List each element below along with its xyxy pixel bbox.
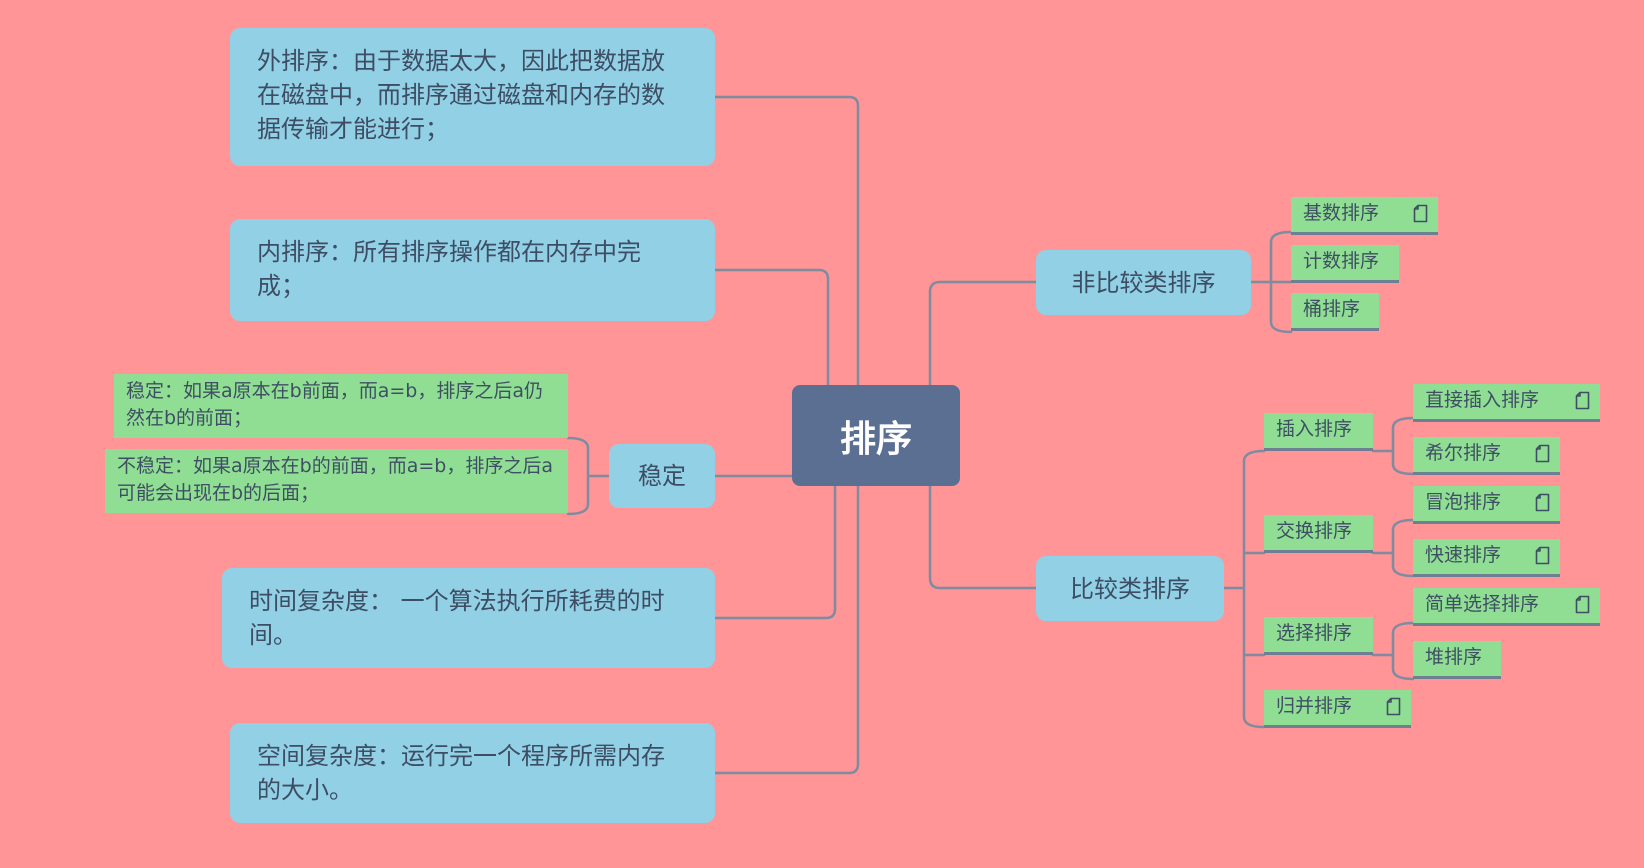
leaf-label: 堆排序 (1425, 646, 1483, 668)
leaf-bubble-sort[interactable]: 冒泡排序 (1413, 486, 1560, 524)
leaf-label: 快速排序 (1425, 544, 1502, 566)
leaf-label: 希尔排序 (1425, 442, 1502, 464)
leaf-heap-sort[interactable]: 堆排序 (1413, 641, 1501, 679)
edge-time-complexity (713, 484, 837, 620)
note-icon[interactable] (1535, 493, 1550, 512)
note-icon[interactable] (1575, 391, 1590, 410)
topic-comparison-sort[interactable]: 比较类排序 (1036, 556, 1224, 621)
edge-non-comparison (928, 280, 1038, 387)
leaf-label: 桶排序 (1303, 298, 1361, 320)
leaf-label: 直接插入排序 (1425, 389, 1540, 411)
leaf-label: 插入排序 (1276, 418, 1353, 440)
leaf-bucket-sort[interactable]: 桶排序 (1291, 293, 1379, 331)
leaf-label: 选择排序 (1276, 622, 1353, 644)
group-merge-sort[interactable]: 归并排序 (1264, 690, 1411, 728)
note-icon[interactable] (1575, 595, 1590, 614)
edge-stable-notes (566, 436, 611, 516)
topic-non-comparison-sort[interactable]: 非比较类排序 (1036, 250, 1251, 315)
note-icon[interactable] (1535, 444, 1550, 463)
edge-space-complexity (713, 484, 860, 775)
leaf-label: 交换排序 (1276, 520, 1353, 542)
edge-non-comparison-leaves (1249, 230, 1293, 334)
note-icon[interactable] (1386, 697, 1401, 716)
edge-selection-children (1371, 621, 1415, 681)
edge-insertion-children (1371, 416, 1415, 476)
leaf-label: 冒泡排序 (1425, 491, 1502, 513)
topic-time-complexity[interactable]: 时间复杂度： 一个算法执行所耗费的时间。 (222, 568, 715, 668)
note-stable[interactable]: 稳定：如果a原本在b前面，而a=b，排序之后a仍然在b的前面； (114, 374, 568, 438)
central-topic[interactable]: 排序 (792, 385, 960, 486)
note-icon[interactable] (1413, 204, 1428, 223)
leaf-simple-selection-sort[interactable]: 简单选择排序 (1413, 588, 1600, 626)
leaf-radix-sort[interactable]: 基数排序 (1291, 197, 1438, 235)
group-insertion-sort[interactable]: 插入排序 (1264, 413, 1373, 451)
leaf-label: 简单选择排序 (1425, 593, 1540, 615)
leaf-label: 归并排序 (1276, 695, 1353, 717)
edge-internal-sort (713, 268, 830, 387)
leaf-counting-sort[interactable]: 计数排序 (1291, 245, 1399, 283)
topic-stable[interactable]: 稳定 (609, 444, 715, 508)
edge-external-sort (713, 95, 860, 387)
note-unstable[interactable]: 不稳定：如果a原本在b的前面，而a=b，排序之后a可能会出现在b的后面； (105, 449, 568, 513)
topic-external-sort[interactable]: 外排序：由于数据太大，因此把数据放在磁盘中，而排序通过磁盘和内存的数据传输才能进… (230, 28, 715, 166)
leaf-label: 基数排序 (1303, 202, 1380, 224)
leaf-label: 计数排序 (1303, 250, 1380, 272)
leaf-straight-insertion-sort[interactable]: 直接插入排序 (1413, 384, 1600, 422)
edge-exchange-children (1371, 518, 1415, 578)
group-exchange-sort[interactable]: 交换排序 (1264, 515, 1373, 553)
topic-internal-sort[interactable]: 内排序：所有排序操作都在内存中完成； (230, 219, 715, 321)
leaf-shell-sort[interactable]: 希尔排序 (1413, 437, 1560, 475)
leaf-quick-sort[interactable]: 快速排序 (1413, 539, 1560, 577)
edge-comparison (928, 484, 1038, 590)
topic-space-complexity[interactable]: 空间复杂度：运行完一个程序所需内存的大小。 (230, 723, 715, 823)
edge-comparison-groups (1222, 449, 1266, 729)
note-icon[interactable] (1535, 546, 1550, 565)
group-selection-sort[interactable]: 选择排序 (1264, 617, 1373, 655)
